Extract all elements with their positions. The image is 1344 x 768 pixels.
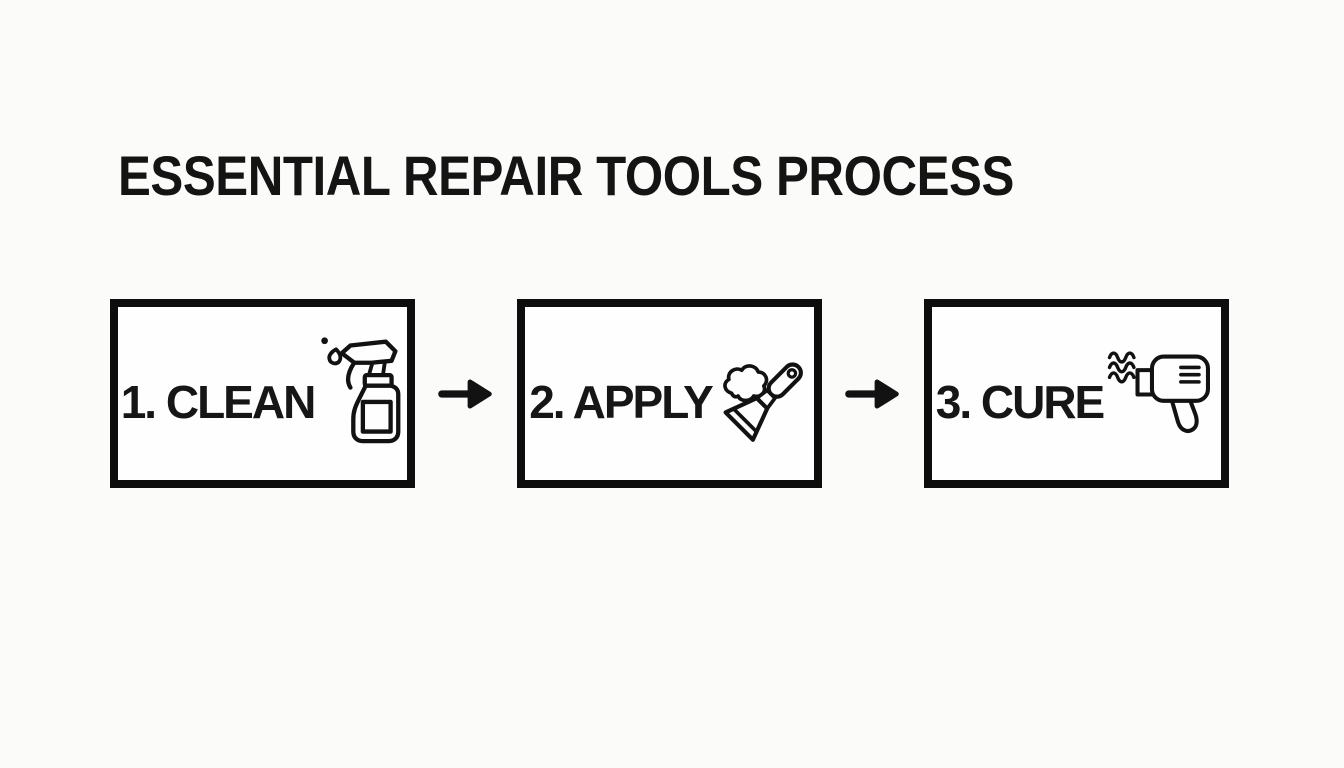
step-label-clean: 1. CLEAN: [120, 375, 317, 428]
step-label-apply: 2. APPLY: [529, 375, 714, 428]
step-box-cure: 3. CURE: [924, 299, 1229, 488]
heat-gun-icon: [1105, 343, 1217, 437]
flow-connector: [822, 376, 924, 412]
putty-knife-icon: [714, 350, 810, 453]
arrow-right-icon: [844, 376, 902, 412]
spray-bottle-icon: [316, 333, 404, 446]
step-label-cure: 3. CURE: [935, 375, 1105, 428]
flow-connector: [415, 376, 517, 412]
page-title: ESSENTIAL REPAIR TOOLS PROCESS: [118, 144, 1014, 207]
arrow-right-icon: [437, 376, 495, 412]
process-flow: 1. CLEAN: [110, 299, 1229, 488]
step-box-clean: 1. CLEAN: [110, 299, 415, 488]
step-box-apply: 2. APPLY: [517, 299, 822, 488]
